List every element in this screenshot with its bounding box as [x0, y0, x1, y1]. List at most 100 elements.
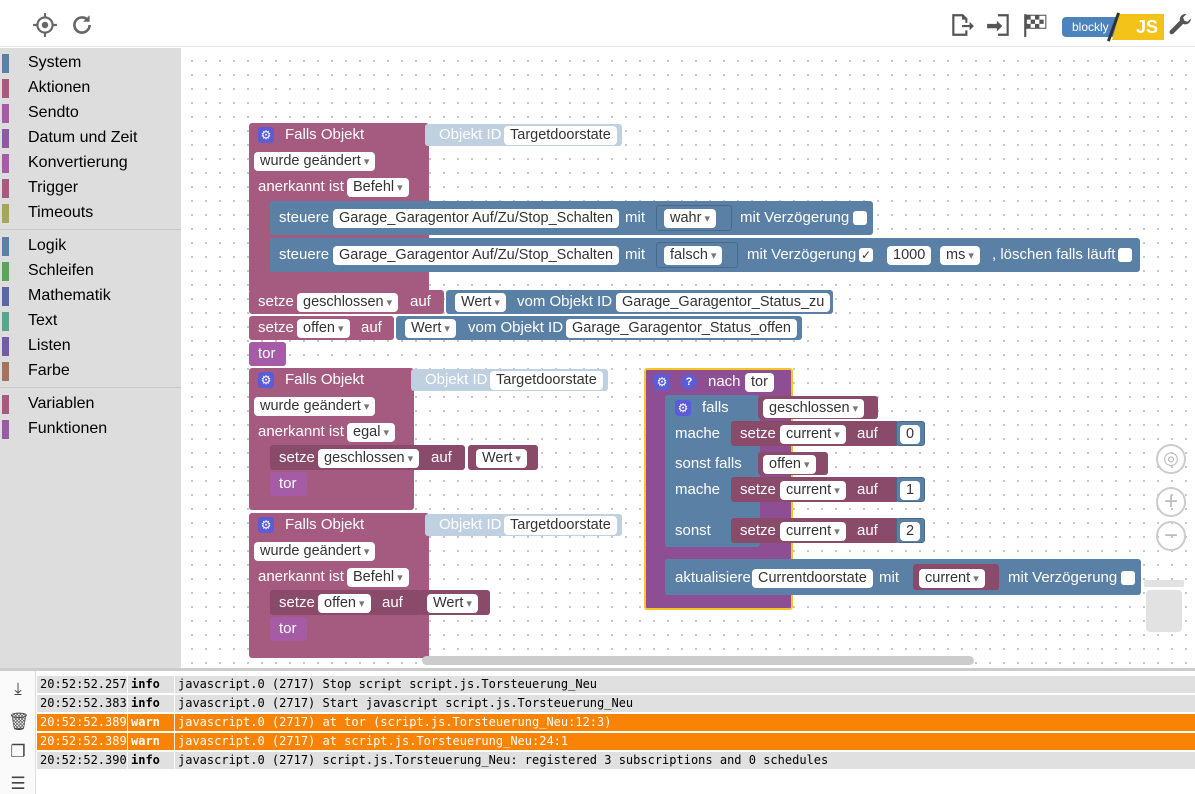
- log-panel: ⤓ 🗑 ❐ ☰ 20:52:52.257 info javascript.0 (…: [0, 668, 1195, 794]
- category-aktionen[interactable]: Aktionen: [0, 76, 181, 101]
- copy-log-icon[interactable]: ❐: [10, 742, 26, 761]
- category-datum-und-zeit[interactable]: Datum und Zeit: [0, 126, 181, 151]
- export-icon[interactable]: [949, 12, 975, 38]
- object-id-field[interactable]: Targetdoorstate: [490, 371, 603, 390]
- category-farbe[interactable]: Farbe: [0, 359, 181, 384]
- ack-dropdown[interactable]: egal: [347, 423, 395, 442]
- function-name-field[interactable]: tor: [745, 373, 774, 392]
- variable-dropdown[interactable]: current: [780, 522, 846, 541]
- delay-checkbox[interactable]: ✓: [859, 248, 873, 262]
- log-row: 20:52:52.383 info javascript.0 (2717) St…: [37, 695, 1195, 712]
- block-label: sonst falls: [675, 455, 742, 472]
- function-call-block[interactable]: [249, 342, 286, 366]
- help-icon[interactable]: ?: [681, 374, 697, 390]
- variable-dropdown[interactable]: current: [919, 569, 985, 588]
- delete-log-icon[interactable]: 🗑: [8, 712, 30, 731]
- trigger-condition-dropdown[interactable]: wurde geändert: [254, 397, 376, 416]
- scroll-to-bottom-icon[interactable]: ⤓: [14, 679, 22, 698]
- zoom-in-icon[interactable]: +: [1156, 487, 1186, 517]
- category-system[interactable]: System: [0, 51, 181, 76]
- attribute-dropdown[interactable]: Wert: [476, 449, 527, 468]
- log-level: warn: [128, 733, 175, 750]
- locate-icon[interactable]: [32, 12, 58, 38]
- wrench-icon[interactable]: [1168, 12, 1194, 38]
- category-trigger[interactable]: Trigger: [0, 176, 181, 201]
- object-id-field[interactable]: Targetdoorstate: [504, 126, 617, 145]
- state-field[interactable]: Currentdoorstate: [752, 569, 873, 588]
- trash-can: [1146, 590, 1182, 632]
- category-schleifen[interactable]: Schleifen: [0, 259, 181, 284]
- refresh-icon[interactable]: [69, 12, 95, 38]
- log-row: 20:52:52.389 warn javascript.0 (2717) at…: [37, 733, 1195, 750]
- trigger-condition-dropdown[interactable]: wurde geändert: [254, 542, 376, 561]
- variable-dropdown[interactable]: current: [780, 481, 846, 500]
- recenter-icon[interactable]: ◎: [1156, 444, 1186, 474]
- boolean-dropdown[interactable]: wahr: [664, 209, 717, 228]
- workspace-horizontal-scrollbar[interactable]: [422, 656, 974, 665]
- number-field[interactable]: 0: [900, 425, 921, 444]
- category-variablen[interactable]: Variablen: [0, 392, 181, 417]
- update-state-block[interactable]: [665, 559, 1141, 595]
- category-mathematik[interactable]: Mathematik: [0, 284, 181, 309]
- category-text[interactable]: Text: [0, 309, 181, 334]
- gear-icon[interactable]: ⚙: [258, 517, 274, 533]
- block-label: auf: [410, 293, 431, 310]
- category-color-swatch: [2, 179, 9, 198]
- log-menu-icon[interactable]: ☰: [10, 774, 26, 793]
- clear-running-checkbox[interactable]: [1118, 248, 1132, 262]
- category-timeouts[interactable]: Timeouts: [0, 201, 181, 226]
- gear-icon[interactable]: ⚙: [258, 372, 274, 388]
- log-time: 20:52:52.257: [37, 676, 128, 693]
- function-call-block[interactable]: [270, 617, 307, 641]
- category-logik[interactable]: Logik: [0, 234, 181, 259]
- function-call-block[interactable]: [270, 472, 307, 496]
- category-label: System: [28, 54, 82, 71]
- number-field[interactable]: 2: [900, 522, 921, 541]
- variable-dropdown[interactable]: geschlossen: [297, 293, 399, 312]
- trigger-condition-dropdown[interactable]: wurde geändert: [254, 152, 376, 171]
- state-field[interactable]: Garage_Garagentor Auf/Zu/Stop_Schalten: [333, 209, 620, 228]
- unit-dropdown[interactable]: ms: [940, 246, 980, 265]
- object-id-field[interactable]: Garage_Garagentor_Status_zu: [616, 293, 831, 312]
- object-id-field[interactable]: Targetdoorstate: [504, 516, 617, 535]
- boolean-dropdown[interactable]: falsch: [664, 246, 723, 265]
- category-sendto[interactable]: Sendto: [0, 101, 181, 126]
- attribute-dropdown[interactable]: Wert: [427, 594, 478, 613]
- category-funktionen[interactable]: Funktionen: [0, 417, 181, 442]
- variable-dropdown[interactable]: offen: [763, 455, 816, 474]
- gear-icon[interactable]: ⚙: [258, 127, 274, 143]
- variable-dropdown[interactable]: offen: [297, 319, 350, 338]
- block-label: anerkannt ist: [258, 178, 344, 195]
- gear-icon[interactable]: ⚙: [654, 374, 670, 390]
- zoom-out-icon[interactable]: −: [1156, 521, 1186, 551]
- object-id-field[interactable]: Garage_Garagentor_Status_offen: [566, 319, 798, 338]
- block-label: auf: [361, 319, 382, 336]
- delay-checkbox[interactable]: [853, 211, 867, 225]
- variable-dropdown[interactable]: current: [780, 425, 846, 444]
- block-label: mache: [675, 481, 721, 498]
- state-field[interactable]: Garage_Garagentor Auf/Zu/Stop_Schalten: [333, 246, 620, 265]
- attribute-dropdown[interactable]: Wert: [455, 293, 506, 312]
- category-color-swatch: [2, 362, 9, 381]
- number-field[interactable]: 1: [900, 481, 921, 500]
- delay-checkbox[interactable]: [1121, 571, 1135, 585]
- blockly-js-toggle[interactable]: blockly JS: [1062, 12, 1166, 42]
- category-color-swatch: [2, 420, 9, 439]
- variable-dropdown[interactable]: geschlossen: [763, 399, 865, 418]
- flag-icon[interactable]: [1022, 12, 1048, 38]
- category-color-swatch: [2, 395, 9, 414]
- log-time: 20:52:52.389: [37, 733, 128, 750]
- gear-icon[interactable]: ⚙: [675, 400, 691, 416]
- category-listen[interactable]: Listen: [0, 334, 181, 359]
- log-message: javascript.0 (2717) at tor (script.js.To…: [178, 715, 612, 729]
- category-konvertierung[interactable]: Konvertierung: [0, 151, 181, 176]
- ack-dropdown[interactable]: Befehl: [347, 178, 409, 197]
- variable-dropdown[interactable]: offen: [318, 594, 371, 613]
- trash-icon[interactable]: [1144, 580, 1184, 632]
- delay-input[interactable]: 1000: [887, 246, 932, 265]
- block-label: setze: [279, 594, 315, 611]
- variable-dropdown[interactable]: geschlossen: [318, 449, 420, 468]
- attribute-dropdown[interactable]: Wert: [405, 319, 456, 338]
- import-icon[interactable]: [986, 12, 1012, 38]
- ack-dropdown[interactable]: Befehl: [347, 568, 409, 587]
